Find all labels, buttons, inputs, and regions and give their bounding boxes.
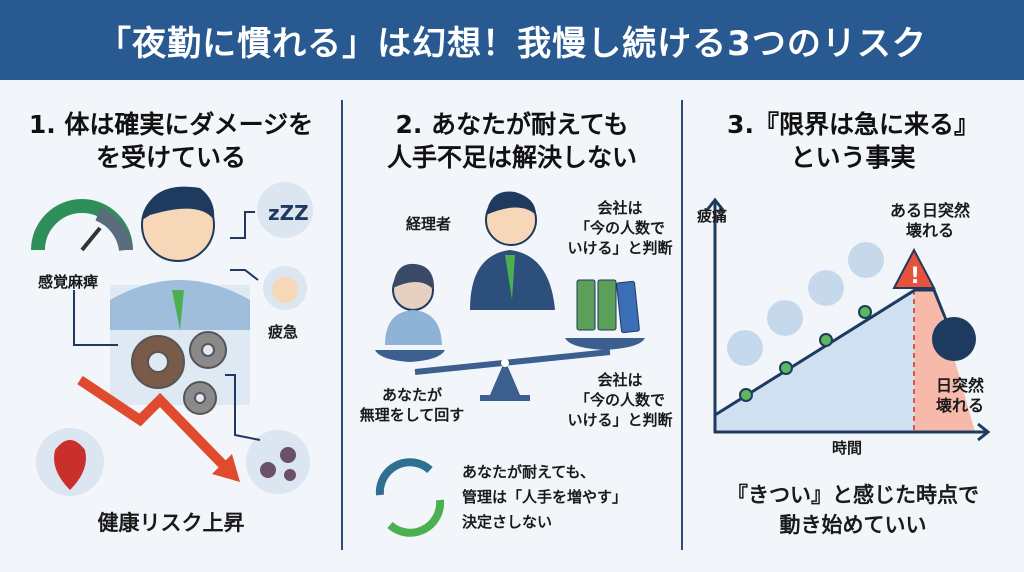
stressed-person-icon bbox=[767, 300, 803, 336]
worker-figure bbox=[110, 186, 250, 405]
text-line: ある日突然 bbox=[889, 201, 970, 220]
header-banner: 「夜勤に慣れる」は幻想！我慢し続ける3つのリスク bbox=[0, 0, 1024, 80]
label-manager: 経理者 bbox=[406, 215, 452, 233]
text-line: 壊れる bbox=[935, 396, 984, 415]
text-line: 壊れる bbox=[905, 221, 954, 240]
text-line: 『きつい』と感じた時点で bbox=[727, 483, 979, 507]
sleep-icon: zZZ bbox=[257, 182, 313, 238]
title-line: を受けている bbox=[95, 143, 246, 172]
panel3-title: 3.『限界は急に来る』 という事実 bbox=[682, 108, 1024, 174]
gears-icon bbox=[131, 331, 227, 415]
divider bbox=[681, 100, 683, 550]
panel2-title: 2. あなたが耐えても 人手不足は解決しない bbox=[342, 108, 682, 174]
declining-arrow-icon bbox=[77, 375, 232, 474]
broken-icon bbox=[932, 317, 976, 361]
risk-chart: ! bbox=[705, 197, 991, 442]
company-judgement-top: 会社は 「今の人数で いける」と判断 bbox=[560, 198, 680, 258]
title-line: 2. あなたが耐えても bbox=[395, 110, 629, 139]
virus-cells-icon bbox=[246, 430, 310, 494]
you-overwork-label: あなたが 無理をして回す bbox=[352, 385, 472, 425]
text-line: 管理は「人手を増やす」 bbox=[462, 488, 628, 506]
cycle-arrows-icon bbox=[375, 458, 445, 537]
text-line: いける」と判断 bbox=[567, 239, 673, 257]
heart-icon bbox=[36, 428, 104, 496]
text-line: いける」と判断 bbox=[567, 411, 673, 429]
page-title: 「夜勤に慣れる」は幻想！我慢し続ける3つのリスク bbox=[97, 23, 927, 64]
data-point bbox=[739, 388, 753, 402]
stressed-worker-figure bbox=[385, 263, 442, 345]
data-point bbox=[779, 361, 793, 375]
divider bbox=[341, 100, 343, 550]
text-line: 「今の人数で bbox=[574, 219, 665, 237]
title-line: という事実 bbox=[790, 143, 916, 172]
text-line: あなたが bbox=[381, 386, 442, 404]
text-line: 無理をして回す bbox=[359, 406, 465, 424]
connector-lines bbox=[73, 211, 261, 441]
text-line: 日突然 bbox=[935, 376, 984, 395]
manager-figure bbox=[470, 191, 555, 310]
text-line: 動き始めていい bbox=[779, 513, 927, 537]
warning-icon bbox=[892, 247, 936, 289]
headache-person-icon bbox=[808, 270, 844, 306]
gauge-icon bbox=[31, 199, 133, 252]
data-point bbox=[819, 333, 833, 347]
peak-label: ある日突然 壊れる bbox=[880, 201, 980, 241]
data-point bbox=[858, 305, 872, 319]
title-line: 人手不足は解決しない bbox=[386, 143, 637, 172]
tired-face-icon bbox=[263, 266, 307, 310]
title-line: 1. 体は確実にダメージを bbox=[28, 110, 314, 139]
svg-text:zZZ: zZZ bbox=[268, 201, 309, 225]
company-judgement-bottom: 会社は 「今の人数で いける」と判断 bbox=[560, 370, 680, 430]
broken-heart-icon bbox=[727, 330, 763, 366]
overwhelmed-person-icon bbox=[848, 242, 884, 278]
svg-text:!: ! bbox=[910, 264, 920, 289]
text-line: 会社は bbox=[597, 199, 643, 217]
text-line: 会社は bbox=[597, 371, 643, 389]
binders-icon bbox=[576, 279, 640, 334]
label-fatigue: 疲急 bbox=[268, 323, 299, 341]
cycle-text: あなたが耐えても、 管理は「人手を増やす」 決定さしない bbox=[462, 460, 627, 535]
panel3-footer: 『きつい』と感じた時点で 動き始めていい bbox=[682, 480, 1024, 540]
y-axis-label: 疲痛 bbox=[697, 207, 728, 225]
x-axis-label: 時間 bbox=[832, 439, 863, 457]
drop-label: 日突然 壊れる bbox=[920, 376, 1000, 416]
balance-scale-icon bbox=[375, 338, 645, 401]
text-line: 「今の人数で bbox=[574, 391, 665, 409]
health-risk-label: 健康リスク上昇 bbox=[97, 511, 245, 535]
label-numbness: 感覚麻痺 bbox=[38, 273, 99, 291]
panel1-title: 1. 体は確実にダメージを を受けている bbox=[0, 108, 342, 174]
title-line: 3.『限界は急に来る』 bbox=[727, 110, 979, 139]
text-line: あなたが耐えても、 bbox=[462, 463, 596, 481]
text-line: 決定さしない bbox=[462, 513, 553, 531]
